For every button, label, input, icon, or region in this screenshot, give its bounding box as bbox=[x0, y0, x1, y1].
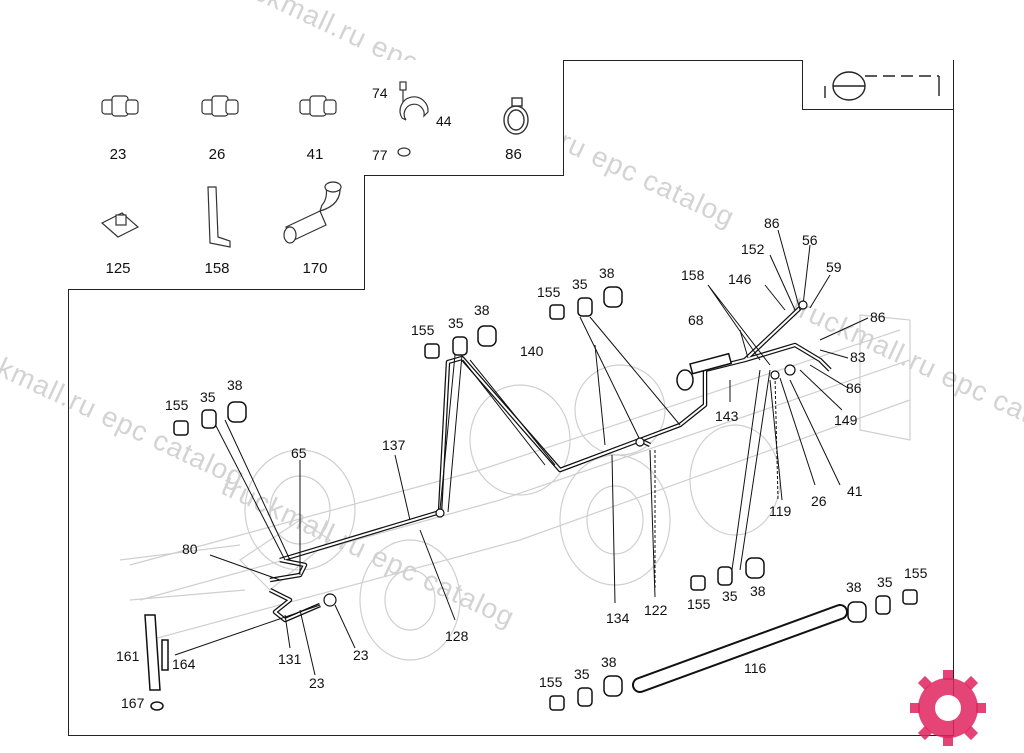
legend-label: 86 bbox=[505, 146, 522, 163]
callout-35: 35 bbox=[572, 276, 588, 292]
hose-116 bbox=[632, 604, 848, 693]
callout-155: 155 bbox=[539, 674, 563, 690]
legend-cell-26: 26 bbox=[168, 60, 267, 176]
elbow-fitting-icon bbox=[283, 181, 342, 244]
fitting-set-e bbox=[847, 589, 918, 623]
callout-23: 23 bbox=[309, 675, 325, 691]
valve-68 bbox=[676, 352, 733, 391]
callout-128: 128 bbox=[445, 628, 469, 644]
callout-155: 155 bbox=[904, 565, 928, 581]
callout-83: 83 bbox=[850, 349, 866, 365]
callout-149: 149 bbox=[834, 412, 858, 428]
callout-131: 131 bbox=[278, 651, 302, 667]
fitting-set-b bbox=[424, 325, 497, 359]
callout-35: 35 bbox=[448, 315, 464, 331]
bracket-161 bbox=[144, 614, 169, 711]
legend-cell-clamp-assembly: 74 44 77 bbox=[364, 60, 465, 176]
legend-label: 41 bbox=[306, 146, 324, 163]
callout-155: 155 bbox=[165, 397, 189, 413]
legend-label: 170 bbox=[302, 260, 328, 277]
callout-86: 86 bbox=[870, 309, 886, 325]
callout-155: 155 bbox=[411, 322, 435, 338]
callout-143: 143 bbox=[715, 408, 739, 424]
small-fittings bbox=[323, 300, 808, 607]
callout-38: 38 bbox=[227, 377, 243, 393]
callout-56: 56 bbox=[802, 232, 818, 248]
callout-41: 41 bbox=[847, 483, 863, 499]
callout-44: 44 bbox=[436, 113, 452, 129]
callout-134: 134 bbox=[606, 610, 630, 626]
callout-161: 161 bbox=[116, 648, 140, 664]
hose-clamp-icon bbox=[503, 97, 529, 135]
legend-cell-41: 41 bbox=[266, 60, 365, 176]
callout-35: 35 bbox=[877, 574, 893, 590]
chassis-outline bbox=[119, 314, 911, 661]
clamp-assembly-icon bbox=[397, 81, 429, 157]
orientation-symbol bbox=[802, 60, 954, 110]
legend-cell-158: 158 bbox=[168, 175, 267, 290]
union-fitting-icon bbox=[299, 95, 337, 117]
callout-38: 38 bbox=[599, 265, 615, 281]
vehicle-symbol-icon bbox=[824, 71, 940, 101]
callout-167: 167 bbox=[121, 695, 145, 711]
callout-86: 86 bbox=[846, 380, 862, 396]
callout-152: 152 bbox=[741, 241, 765, 257]
callout-146: 146 bbox=[728, 271, 752, 287]
callout-65: 65 bbox=[291, 445, 307, 461]
union-fitting-icon bbox=[201, 95, 239, 117]
fitting-set-f bbox=[549, 675, 623, 711]
callout-140: 140 bbox=[520, 343, 544, 359]
bracket-icon bbox=[207, 186, 231, 248]
callout-86: 86 bbox=[764, 215, 780, 231]
callout-155: 155 bbox=[537, 284, 561, 300]
callout-35: 35 bbox=[722, 588, 738, 604]
clip-nut-icon bbox=[100, 212, 140, 238]
callout-38: 38 bbox=[846, 579, 862, 595]
fitting-set-a bbox=[173, 401, 247, 436]
leader-lines bbox=[174, 229, 869, 676]
legend-label: 158 bbox=[204, 260, 230, 277]
legend-cell-170: 170 bbox=[266, 175, 365, 290]
callout-80: 80 bbox=[182, 541, 198, 557]
legend-label: 125 bbox=[105, 260, 131, 277]
leader-dashed bbox=[654, 375, 779, 590]
callout-68: 68 bbox=[688, 312, 704, 328]
legend-cell-23: 23 bbox=[68, 60, 169, 176]
callout-155: 155 bbox=[687, 596, 711, 612]
legend-label: 23 bbox=[109, 146, 127, 163]
callout-23: 23 bbox=[353, 647, 369, 663]
callout-26: 26 bbox=[811, 493, 827, 509]
callout-38: 38 bbox=[474, 302, 490, 318]
callout-122: 122 bbox=[644, 602, 668, 618]
callout-116: 116 bbox=[744, 660, 767, 676]
callout-119: 119 bbox=[769, 503, 792, 519]
fitting-set-c bbox=[549, 286, 623, 320]
callout-164: 164 bbox=[172, 656, 196, 672]
legend-label: 26 bbox=[208, 146, 226, 163]
callout-77: 77 bbox=[372, 147, 388, 163]
callout-59: 59 bbox=[826, 259, 842, 275]
callout-74: 74 bbox=[372, 85, 388, 101]
fitting-sets bbox=[173, 286, 918, 711]
callout-137: 137 bbox=[382, 437, 406, 453]
union-fitting-icon bbox=[101, 95, 139, 117]
callout-158: 158 bbox=[681, 267, 705, 283]
callout-35: 35 bbox=[574, 666, 590, 682]
callout-35: 35 bbox=[200, 389, 216, 405]
legend-cell-86: 86 bbox=[464, 60, 564, 176]
callout-38: 38 bbox=[750, 583, 766, 599]
brand-logo bbox=[868, 648, 1018, 748]
gear-logo-icon bbox=[910, 670, 986, 746]
legend-cell-125: 125 bbox=[68, 175, 169, 290]
callout-38: 38 bbox=[601, 654, 617, 670]
fitting-set-d bbox=[690, 557, 765, 591]
